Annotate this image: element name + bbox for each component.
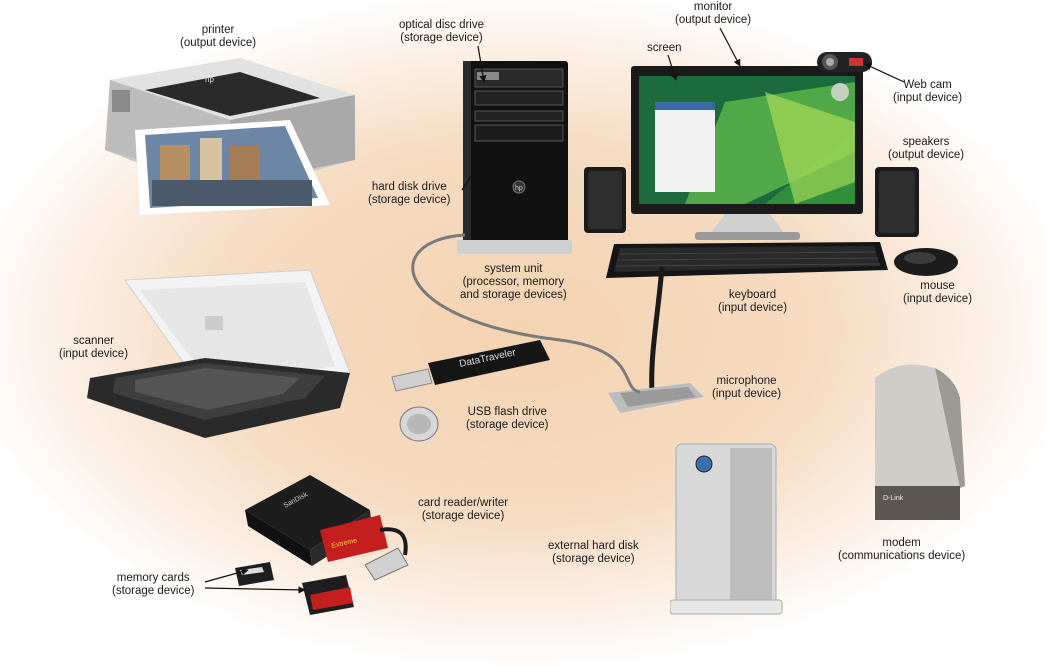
mouse-image xyxy=(894,248,958,276)
speakers-label: speakers (output device) xyxy=(888,136,965,161)
printer-logo: hp xyxy=(205,75,214,84)
external-hdd-image xyxy=(670,443,783,615)
mouse-label: mouse (input device) xyxy=(903,280,973,305)
printer-label: printer (output device) xyxy=(180,24,257,49)
optical-arrow xyxy=(477,45,487,83)
system-unit-image: hp xyxy=(457,61,572,254)
printer-image: hp xyxy=(105,58,355,215)
screen-label: screen xyxy=(647,42,682,54)
system-unit-label: system unit (processor, memory and stora… xyxy=(460,263,567,301)
memcard-arrow-2 xyxy=(204,586,306,594)
modem-label: modem (communications device) xyxy=(838,537,966,562)
modem-image: D-Link xyxy=(875,364,965,520)
tower-logo: hp xyxy=(515,185,523,192)
webcam-arrow xyxy=(864,63,905,83)
keyboard-image xyxy=(606,242,888,278)
memory-card-2-image xyxy=(302,575,354,615)
monitor-image xyxy=(631,66,863,240)
mic-cable xyxy=(411,233,641,394)
coin-image xyxy=(399,406,439,442)
speaker-left-image xyxy=(584,167,626,233)
harddisk-arrow xyxy=(461,149,489,191)
memory-cards-label: memory cards (storage device) xyxy=(112,572,195,597)
optical-drive-label: optical disc drive (storage device) xyxy=(399,19,485,44)
hard-disk-label: hard disk drive (storage device) xyxy=(368,181,451,206)
microphone-label: microphone (input device) xyxy=(712,375,782,400)
card-reader-label: card reader/writer (storage device) xyxy=(418,497,509,522)
webcam-image xyxy=(817,52,872,72)
usb-flash-image: DataTraveler xyxy=(391,340,550,392)
keyboard-label: keyboard (input device) xyxy=(718,289,788,314)
modem-brand: D-Link xyxy=(883,495,904,502)
screen-arrow xyxy=(667,54,678,81)
speaker-right-image xyxy=(875,167,919,237)
external-hdd-label: external hard disk (storage device) xyxy=(548,540,639,565)
webcam-label: Web cam (input device) xyxy=(893,79,963,104)
memcard-arrow-1 xyxy=(204,568,249,583)
scanner-label: scanner (input device) xyxy=(59,335,129,360)
monitor-arrow xyxy=(719,27,741,67)
scanner-image xyxy=(87,269,351,438)
usb-flash-label: USB flash drive (storage device) xyxy=(466,406,549,431)
card-reader-image: SanDisk Extreme xyxy=(245,475,409,581)
monitor-label: monitor (output device) xyxy=(675,1,752,26)
